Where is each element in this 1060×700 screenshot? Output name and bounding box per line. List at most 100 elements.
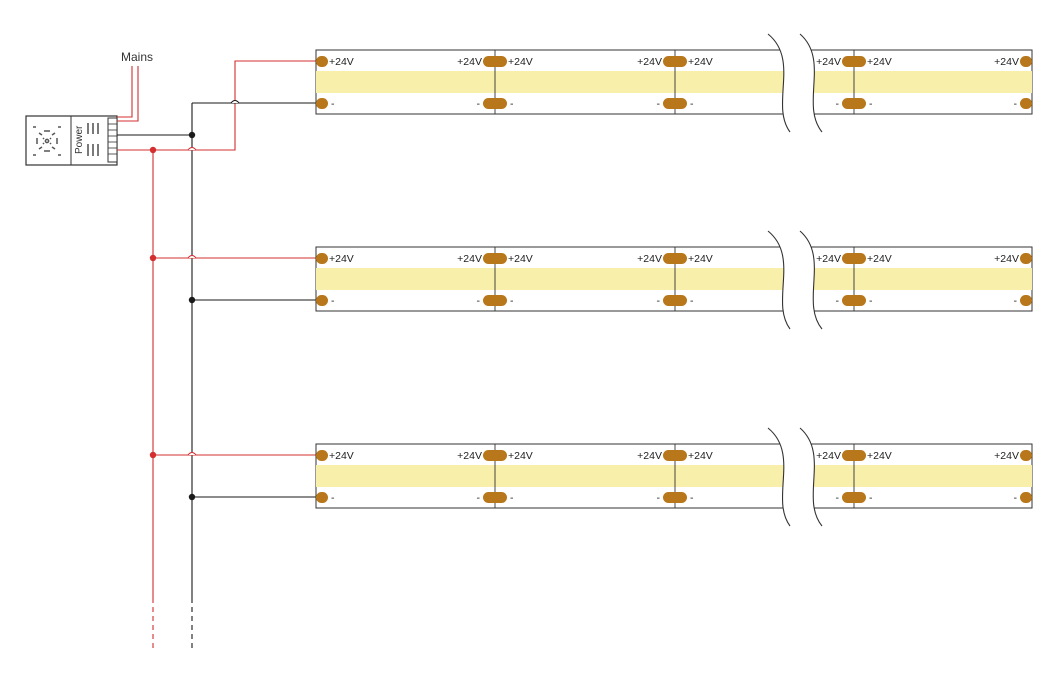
solder-pad-positive <box>316 450 328 461</box>
junction-dot <box>188 131 196 139</box>
pad-label-positive: +24V <box>508 56 533 68</box>
break-gap <box>768 231 822 329</box>
junction-dot <box>188 493 196 501</box>
power-supply: Power <box>25 115 118 166</box>
pad-label-positive: +24V <box>329 253 354 265</box>
fan-icon <box>33 126 61 156</box>
pad-label-positive: +24V <box>688 56 713 68</box>
pad-label-negative: - <box>657 98 661 110</box>
solder-pad-positive <box>1020 253 1032 264</box>
solder-pad-positive <box>663 450 687 461</box>
mains-label: Mains <box>121 50 153 64</box>
pad-label-positive: +24V <box>816 56 841 68</box>
led-band <box>316 71 1032 93</box>
pad-label-positive: +24V <box>688 253 713 265</box>
pad-label-positive: +24V <box>508 450 533 462</box>
pad-label-negative: - <box>690 492 694 504</box>
pad-label-positive: +24V <box>994 56 1019 68</box>
junction-dot <box>188 296 196 304</box>
pad-label-negative: - <box>869 295 873 307</box>
pad-label-positive: +24V <box>508 253 533 265</box>
solder-pad-positive <box>1020 56 1032 67</box>
pad-label-positive: +24V <box>457 56 482 68</box>
pad-label-positive: +24V <box>867 56 892 68</box>
solder-pad-negative <box>316 295 328 306</box>
pad-label-negative: - <box>836 295 840 307</box>
junction-dot <box>149 254 157 262</box>
led-strips: +24V - +24V - +24V - +24V - +24V - +24V - +24V - +24V -… <box>315 33 1033 527</box>
junction-dot <box>149 146 157 154</box>
break-mark <box>767 33 791 133</box>
solder-pad-negative <box>1020 492 1032 503</box>
pad-label-positive: +24V <box>329 56 354 68</box>
break-mark <box>799 33 823 133</box>
mains-input: Mains <box>117 50 153 122</box>
solder-pad-negative <box>483 295 507 306</box>
pad-label-negative: - <box>510 98 514 110</box>
pad-label-negative: - <box>1014 295 1018 307</box>
pad-label-negative: - <box>477 295 481 307</box>
pad-label-positive: +24V <box>816 450 841 462</box>
solder-pad-positive <box>663 253 687 264</box>
solder-pad-positive <box>842 56 866 67</box>
pad-label-positive: +24V <box>867 253 892 265</box>
solder-pad-positive <box>483 253 507 264</box>
pad-label-negative: - <box>1014 492 1018 504</box>
pad-label-negative: - <box>510 295 514 307</box>
pad-label-negative: - <box>836 98 840 110</box>
pad-label-positive: +24V <box>457 253 482 265</box>
solder-pad-positive <box>316 56 328 67</box>
wire-crossover <box>230 99 240 104</box>
solder-pad-positive <box>483 56 507 67</box>
pad-label-negative: - <box>836 492 840 504</box>
solder-pad-negative <box>663 492 687 503</box>
pad-label-negative: - <box>1014 98 1018 110</box>
led-band <box>316 465 1032 487</box>
solder-pad-negative <box>842 295 866 306</box>
break-gap <box>768 34 822 132</box>
solder-pad-negative <box>316 492 328 503</box>
solder-pad-negative <box>483 492 507 503</box>
pad-label-positive: +24V <box>816 253 841 265</box>
solder-pad-negative <box>663 295 687 306</box>
led-strip: +24V-+24V-+24V-+24V-+24V-+24V-+24V-+24V- <box>315 427 1033 527</box>
positive-feed-strip-1 <box>153 60 316 151</box>
break-mark <box>767 230 791 330</box>
pad-label-positive: +24V <box>994 253 1019 265</box>
pad-label-positive: +24V <box>994 450 1019 462</box>
pad-label-negative: - <box>331 98 335 110</box>
solder-pad-positive <box>483 450 507 461</box>
pad-label-negative: - <box>690 295 694 307</box>
pad-label-positive: +24V <box>637 56 662 68</box>
break-mark <box>799 230 823 330</box>
pad-label-negative: - <box>331 295 335 307</box>
wire-crossover <box>187 146 197 151</box>
led-band <box>316 268 1032 290</box>
pad-label-positive: +24V <box>688 450 713 462</box>
wire-crossover <box>187 451 197 456</box>
power-label: Power <box>74 125 85 154</box>
terminal-block <box>87 117 118 163</box>
pad-label-positive: +24V <box>637 450 662 462</box>
solder-pad-negative <box>842 98 866 109</box>
wiring <box>117 60 316 650</box>
solder-pad-negative <box>1020 98 1032 109</box>
solder-pad-positive <box>316 253 328 264</box>
solder-pad-negative <box>483 98 507 109</box>
pad-label-negative: - <box>690 98 694 110</box>
pad-label-positive: +24V <box>637 253 662 265</box>
break-mark <box>767 427 791 527</box>
solder-pad-positive <box>842 253 866 264</box>
pad-label-negative: - <box>331 492 335 504</box>
solder-pad-negative <box>316 98 328 109</box>
junction-dot <box>149 451 157 459</box>
pad-label-negative: - <box>657 492 661 504</box>
pad-label-negative: - <box>477 98 481 110</box>
solder-pad-positive <box>663 56 687 67</box>
break-mark <box>799 427 823 527</box>
break-gap <box>768 428 822 526</box>
solder-pad-negative <box>842 492 866 503</box>
solder-pad-positive <box>1020 450 1032 461</box>
wire-crossover <box>187 254 197 259</box>
pad-label-negative: - <box>657 295 661 307</box>
